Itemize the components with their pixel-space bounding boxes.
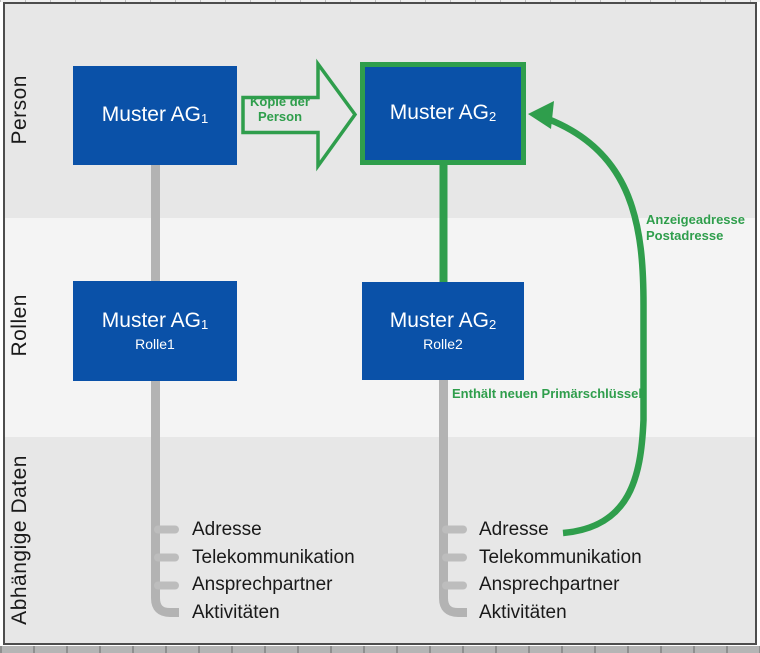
address-line2: Postadresse [646,228,724,243]
list-item-ansprechpartner: Ansprechpartner [192,574,333,596]
box-title-subscript: 2 [488,317,497,332]
box-title: Muster AG2 [390,101,496,127]
list-item-telekommunikation: Telekommunikation [479,546,642,568]
box-title-text: Muster AG [389,309,489,332]
primary-key-annotation: Enthält neuen Primärschlüssel [452,386,643,401]
box-role-label: Rolle1 [135,336,175,352]
copy-person-arrow-label: Kopie der Person [242,94,318,124]
copy-arrow-line1: Kopie der [250,94,310,109]
list-item-adresse: Adresse [479,518,549,540]
box-title: Muster AG2 [390,309,496,335]
box-title-subscript: 2 [488,108,497,124]
list-item-aktivitaeten: Aktivitäten [192,602,280,624]
address-line1: Anzeigeadresse [646,212,745,227]
box-role-label: Rolle2 [423,336,463,352]
list-item-telekommunikation: Telekommunikation [192,546,355,568]
role-box-muster-ag1-rolle1: Muster AG1 Rolle1 [73,281,237,381]
person-box-muster-ag1: Muster AG1 [73,66,237,165]
box-title-subscript: 1 [200,110,209,126]
box-title-text: Muster AG [389,100,489,124]
lane-label-dependent-data: Abhängige Daten [8,455,31,625]
dependent-data-list-left: Adresse Telekommunikation Ansprechpartne… [192,516,355,627]
person-box-muster-ag2: Muster AG2 [360,62,526,165]
box-title-text: Muster AG [101,102,201,126]
list-item-adresse: Adresse [192,518,262,540]
box-title-subscript: 1 [200,317,209,332]
box-title: Muster AG1 [102,309,208,335]
copy-arrow-line2: Person [257,109,303,124]
spreadsheet-grid-sliver-bottom [0,646,760,653]
list-item-ansprechpartner: Ansprechpartner [479,574,620,596]
lane-label-rollen: Rollen [8,294,31,357]
list-item-aktivitaeten: Aktivitäten [479,602,567,624]
box-title: Muster AG1 [102,103,208,129]
box-title-text: Muster AG [101,309,201,332]
spreadsheet-grid-sliver-top [0,0,760,2]
address-annotation: Anzeigeadresse Postadresse [646,212,745,244]
role-box-muster-ag2-rolle2: Muster AG2 Rolle2 [362,282,524,380]
dependent-data-list-right: Adresse Telekommunikation Ansprechpartne… [479,516,642,627]
lane-dependent-data [5,437,755,641]
lane-label-person: Person [8,75,31,145]
